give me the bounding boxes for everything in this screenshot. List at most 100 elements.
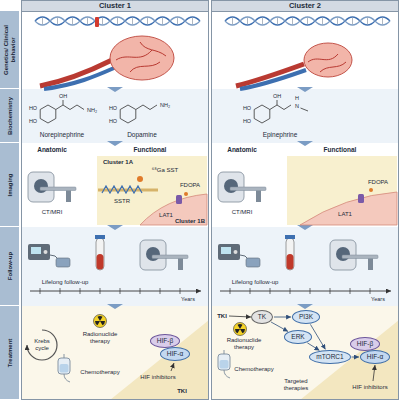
row-band: Genetics/ Clinical behavior (0, 11, 19, 89)
row-chevron (107, 87, 313, 309)
ct-scanner (28, 172, 76, 202)
imaging-heading: Anatomic (227, 146, 257, 153)
follow-up-icons (28, 235, 391, 294)
subcluster-label: Cluster 1B (175, 218, 205, 225)
row-band: Follow-up (0, 227, 19, 306)
therapy-label: Chemotherapy (234, 366, 273, 373)
row-backgrounds (211, 227, 399, 306)
compound-name: Dopamine (127, 131, 157, 138)
row-label: Genetics/ Clinical behavior (3, 14, 17, 86)
pathway-node-label: PI3K (299, 313, 313, 321)
receptor-label: SSTR (114, 198, 130, 205)
pathway-node-label: mTORC1 (316, 353, 343, 361)
functional-imaging (369, 188, 373, 192)
row-backgrounds (21, 227, 209, 306)
compound-name: Norepinephrine (40, 131, 84, 138)
pathway-node: mTORC1 (309, 350, 350, 364)
pathway-node: HIF-α (360, 350, 390, 364)
therapy-label: Targeted therapies (276, 378, 316, 392)
treatment-icons (229, 316, 251, 317)
dna-helix (35, 17, 200, 25)
dna-helix (95, 17, 99, 27)
modality-label: CT/MRI (232, 209, 253, 216)
tumor-vessel (304, 43, 352, 77)
treatment-icons (234, 323, 247, 336)
therapy-label: TKI (217, 313, 227, 320)
row-label: Follow-up (6, 230, 13, 303)
chemical-structure (120, 105, 157, 123)
connector-arrow (307, 343, 319, 351)
dna-helix (35, 17, 390, 27)
therapy-label: HIF inhibitors (352, 384, 387, 391)
row-band: Treatment (0, 306, 19, 400)
axis-label: Years (371, 296, 385, 302)
treatment-icons (373, 365, 375, 381)
chemical-group: NH₂ (160, 102, 170, 108)
row-backgrounds (211, 11, 399, 89)
row-backgrounds (211, 89, 399, 143)
modality-label: CT/MRI (42, 209, 63, 216)
therapy-label: Radionuclide therapy (77, 331, 123, 345)
treatment-icons (27, 330, 57, 360)
pathway-node: HIF-β (350, 337, 380, 351)
therapy-label: Chemotherapy (80, 369, 119, 376)
chemical-group: H (295, 95, 299, 101)
cluster-heading: Cluster 1 (22, 1, 208, 12)
functional-imaging (184, 192, 188, 196)
tracer-label: FDOPA (368, 179, 388, 186)
row-band: Imaging (0, 143, 19, 227)
row-label: Biochemistry (6, 92, 13, 140)
therapy-label: Radionuclide therapy (221, 337, 267, 351)
axis-label: Years (181, 296, 195, 302)
row-backgrounds (21, 143, 209, 227)
pathway-node-label: HIF-α (367, 353, 383, 361)
pathway-node: PI3K (292, 310, 320, 324)
row-backgrounds (211, 306, 399, 400)
tumor-vessel (240, 70, 306, 89)
chemical-group: N (295, 103, 299, 109)
chemical-group: HO (243, 105, 251, 111)
follow-up-icons (218, 235, 391, 294)
dna-helix (225, 17, 390, 25)
ct-scanner (28, 172, 266, 202)
pathway-node-label: ERK (291, 333, 304, 341)
chemical-structure (40, 100, 84, 123)
subcluster-label: Cluster 1A (103, 159, 133, 166)
row-backgrounds (21, 11, 209, 89)
connector-arrow (310, 324, 325, 349)
pathway-label: Krebs cycle (31, 338, 53, 352)
follow-up-label: Lifelong follow-up (42, 279, 89, 286)
chemical-group: NH₂ (87, 107, 97, 113)
tumor-vessel (40, 36, 352, 89)
row-backgrounds (300, 320, 399, 400)
pathway-node: ERK (284, 330, 311, 344)
chemical-group: OH (59, 93, 67, 99)
functional-imaging (358, 194, 364, 203)
connector-arrow (351, 357, 359, 358)
cluster-heading: Cluster 2 (212, 1, 398, 12)
tumor-vessel (110, 36, 174, 80)
treatment-icons (94, 315, 107, 328)
chemical-group: OH (273, 93, 281, 99)
ct-scanner (218, 172, 266, 202)
follow-up-icons (28, 235, 201, 294)
chemical-group: HO (29, 105, 37, 111)
pathway-node: TK (251, 310, 273, 324)
transporter-label: LAT1 (338, 211, 352, 218)
row-backgrounds (21, 306, 209, 400)
connector-arrow (271, 322, 288, 331)
row-backgrounds (287, 156, 397, 225)
row-backgrounds (21, 89, 209, 143)
functional-imaging (102, 186, 142, 193)
functional-imaging (137, 176, 143, 182)
pathway-node-label: HIF-β (157, 337, 173, 345)
row-backgrounds (110, 320, 209, 400)
tumor-vessel (308, 54, 346, 72)
pathway-node-label: HIF-α (167, 350, 183, 358)
pathway-node-label: HIF-β (357, 340, 373, 348)
chemical-group: HO (109, 105, 117, 111)
row-label: Imaging (6, 146, 13, 224)
treatment-icons (171, 363, 174, 371)
